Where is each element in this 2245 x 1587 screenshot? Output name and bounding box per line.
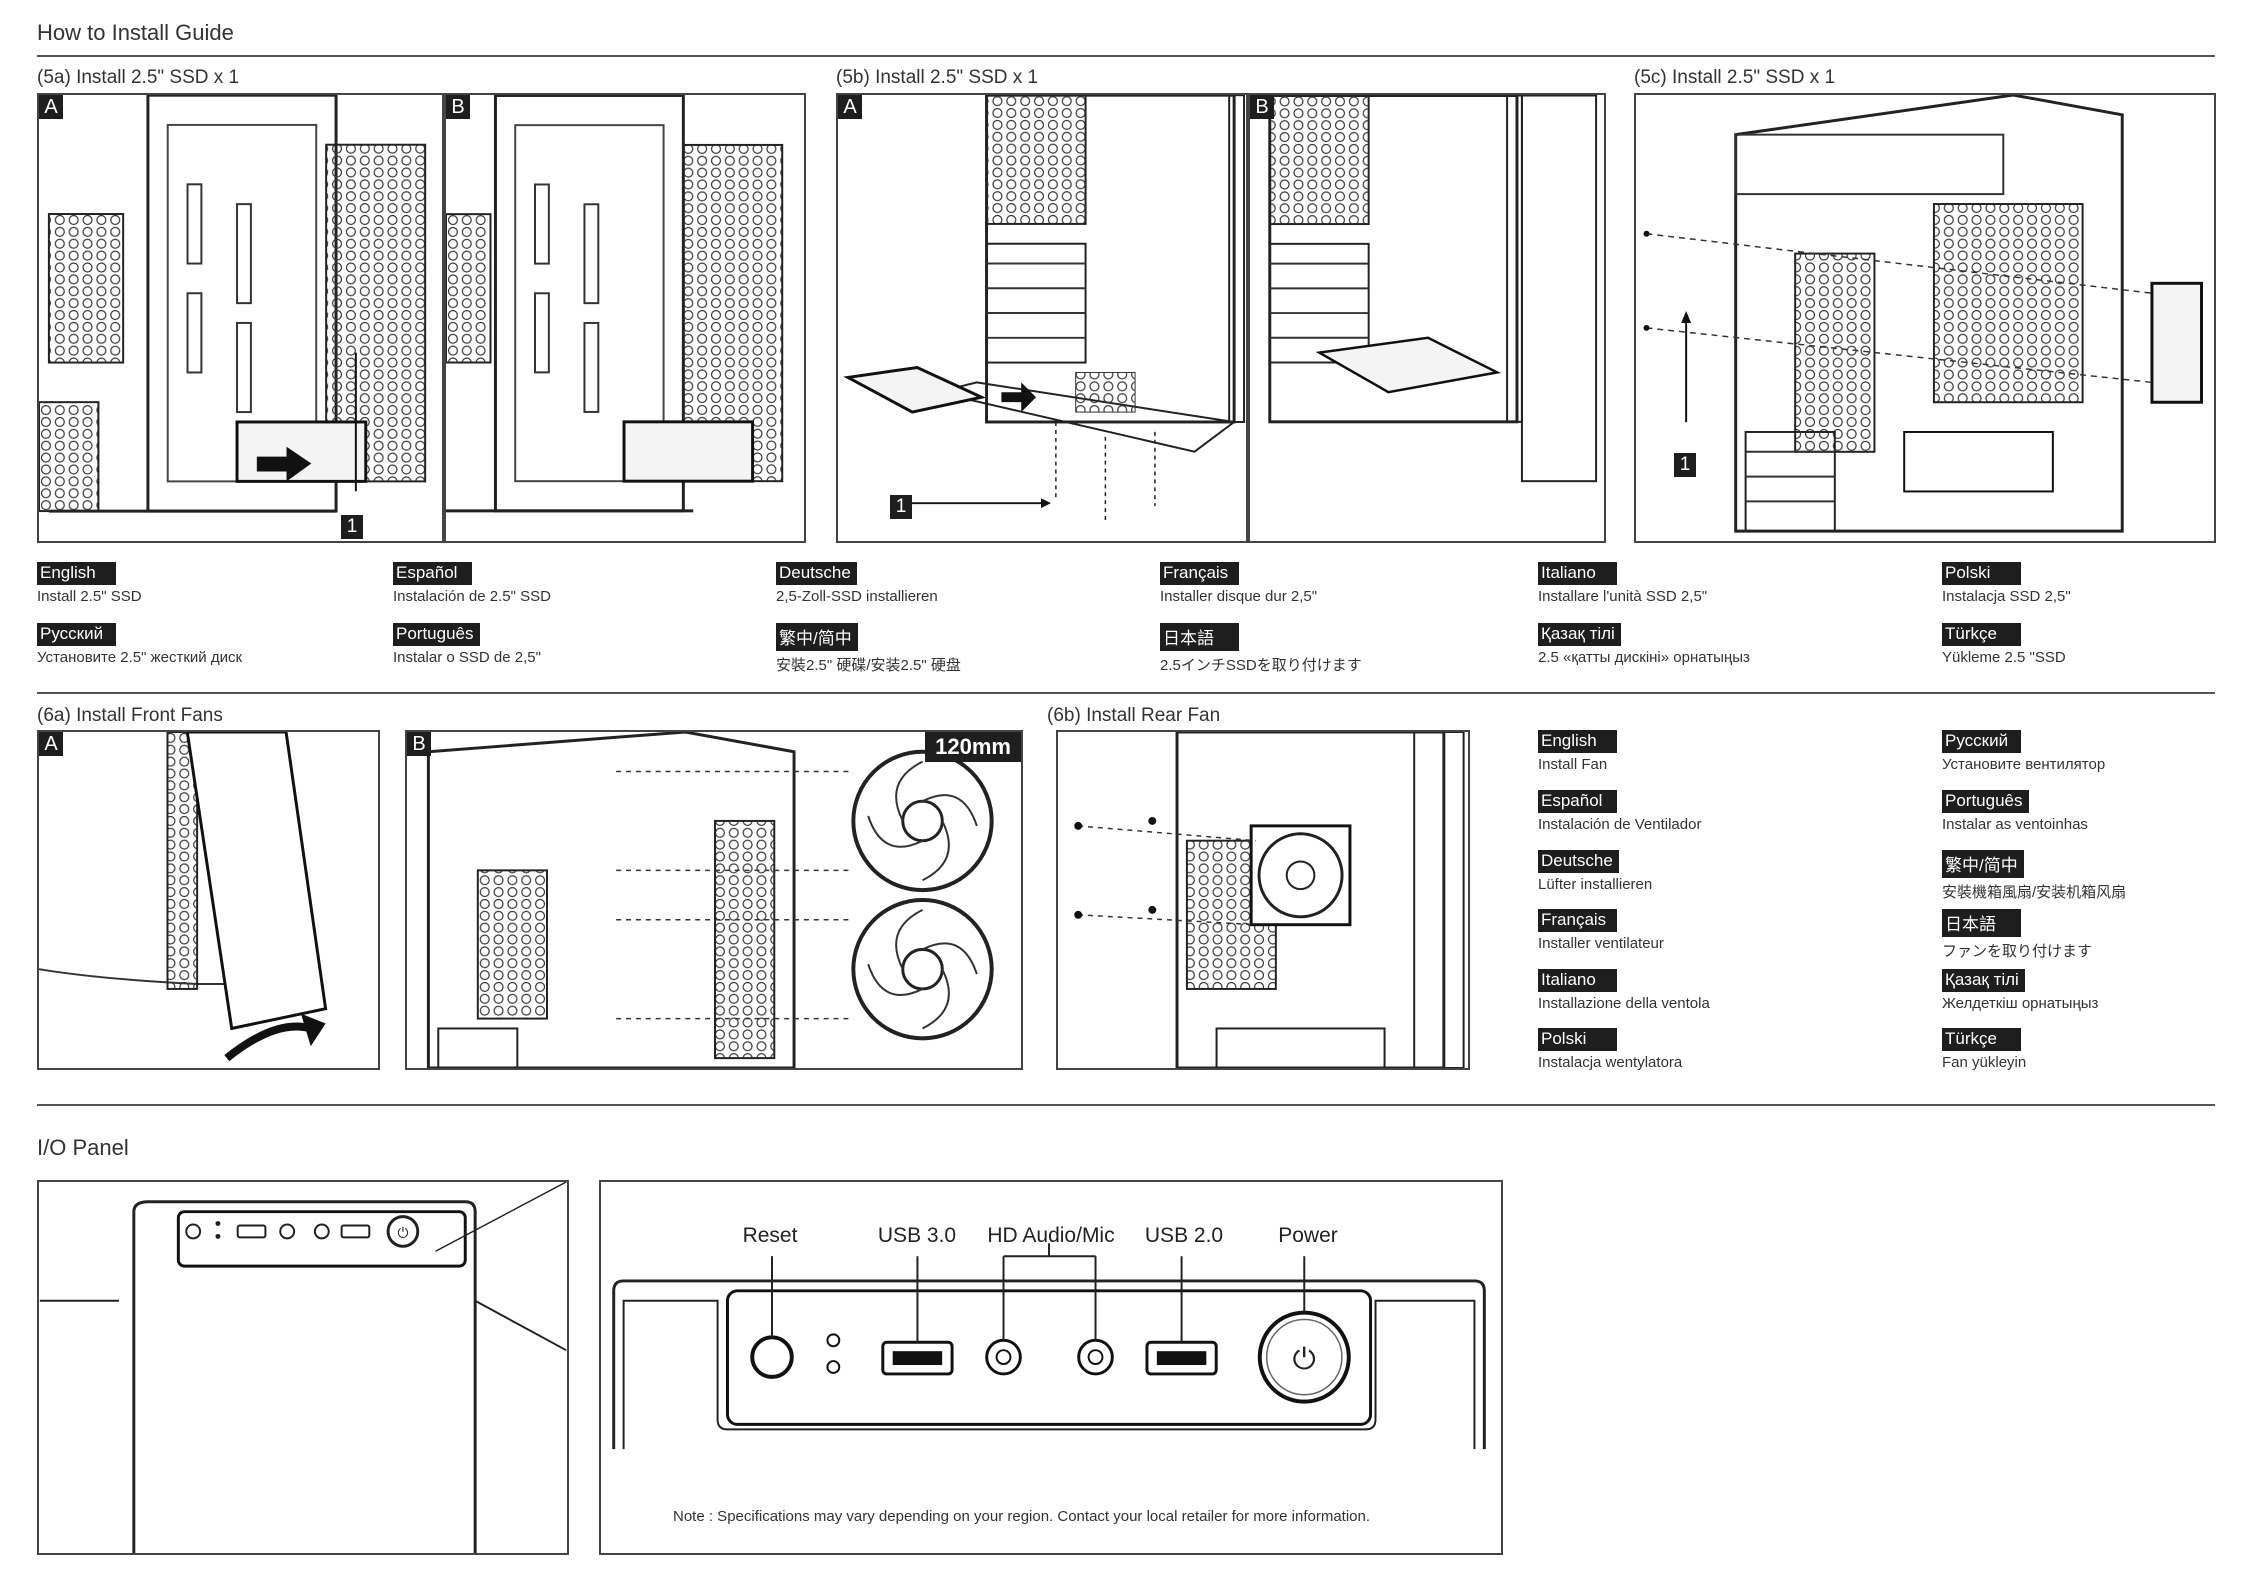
illustration-5b-a: A 1 (836, 93, 1248, 543)
step-number: 1 (890, 495, 912, 519)
front-fans-illustration (426, 732, 994, 1068)
audio-label: HD Audio/Mic (987, 1224, 1115, 1247)
io-panel-detail: ⏻ Reset USB 3.0 HD Audio/Mic USB 2.0 Pow… (599, 1180, 1503, 1555)
reset-label: Reset (742, 1224, 798, 1247)
section-6b-title: (6b) Install Rear Fan (1047, 705, 1221, 726)
illustration-5c: 1 (1634, 93, 2216, 543)
divider (37, 1104, 2215, 1106)
power-label: Power (1278, 1224, 1338, 1247)
panel-letter: A (39, 95, 63, 119)
io-panel-closeup: ⏻ (612, 1243, 1486, 1450)
section-6a-title: (6a) Install Front Fans (37, 705, 223, 726)
case-bottom-illustration (843, 95, 1246, 522)
section-5c-title: (5c) Install 2.5" SSD x 1 (1634, 67, 1836, 88)
io-panel-title: I/O Panel (37, 1135, 129, 1160)
lang-entry: 繁中/简中安裝機箱風扇/安装机箱风扇 (1942, 850, 2245, 902)
divider (37, 55, 2215, 57)
case-bottom-illustration (1268, 95, 1598, 483)
lang-entry: 繁中/简中安裝2.5" 硬碟/安装2.5" 硬盘 (776, 623, 1096, 675)
lang-entry: 日本語ファンを取り付けます (1942, 909, 2245, 961)
divider (37, 692, 2215, 694)
step-number: 1 (341, 515, 363, 539)
usb2-label: USB 2.0 (1144, 1224, 1224, 1247)
page-title: How to Install Guide (37, 20, 234, 45)
fan-icon (1249, 824, 1352, 927)
usb3-label: USB 3.0 (877, 1224, 957, 1247)
illustration-6b (1056, 730, 1470, 1070)
illustration-5a-b: B (444, 93, 806, 543)
case-top-illustration: ⏻ (39, 1182, 567, 1553)
illustration-5b-b: B (1248, 93, 1606, 543)
svg-text:⏻: ⏻ (397, 1225, 408, 1241)
case-front-illustration (1643, 95, 2204, 533)
io-note: Note : Specifications may vary depending… (673, 1508, 1371, 1525)
fan-size-badge: 120mm (925, 732, 1021, 762)
panel-letter: B (1250, 95, 1274, 119)
section-5b-title: (5b) Install 2.5" SSD x 1 (836, 67, 1039, 88)
io-case-overview: ⏻ (37, 1180, 569, 1555)
fan-icon (851, 898, 994, 1041)
front-panel-removal-illustration (39, 732, 328, 1062)
rear-fan-illustration (1074, 732, 1465, 1068)
illustration-6a-b: B 120mm (405, 730, 1023, 1070)
panel-letter: B (446, 95, 470, 119)
illustration-6a-a: A (37, 730, 380, 1070)
svg-text:⏻: ⏻ (1293, 1341, 1316, 1376)
section-5a-title: (5a) Install 2.5" SSD x 1 (37, 67, 240, 88)
panel-letter: A (39, 732, 63, 756)
case-side-illustration (446, 95, 784, 513)
case-side-illustration (39, 95, 427, 513)
step-number: 1 (1674, 453, 1696, 477)
illustration-5a-a: A 1 (37, 93, 444, 543)
panel-letter: B (407, 732, 431, 756)
panel-letter: A (838, 95, 862, 119)
fan-icon (851, 749, 994, 893)
